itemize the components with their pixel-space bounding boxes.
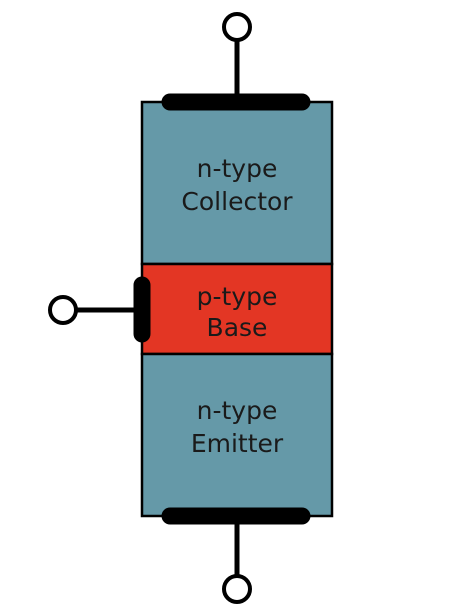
base-name-label: Base (207, 313, 268, 342)
collector-terminal (222, 12, 252, 42)
collector-name-label: Collector (181, 187, 293, 216)
collector-region (140, 100, 334, 266)
emitter-type-label: n-type (197, 396, 278, 425)
base-region (140, 262, 334, 356)
emitter-region (140, 352, 334, 518)
base-type-label: p-type (197, 282, 278, 311)
base-terminal (48, 295, 78, 325)
emitter-name-label: Emitter (191, 429, 284, 458)
collector-type-label: n-type (197, 154, 278, 183)
emitter-terminal (222, 574, 252, 604)
